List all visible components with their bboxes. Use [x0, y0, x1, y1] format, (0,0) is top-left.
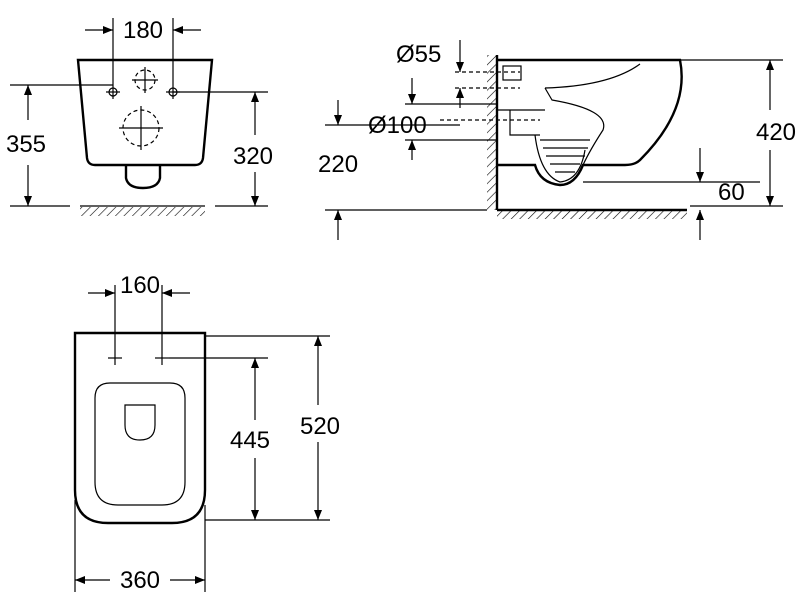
front-view: 180 355 320 [6, 17, 273, 216]
dim-clearance: 60 [718, 179, 745, 206]
seat-outline [73, 331, 207, 525]
bowl-outline [497, 58, 683, 187]
dim-outlet-height: 220 [318, 151, 358, 178]
water-level [540, 139, 590, 173]
hinge-hole-left [108, 351, 122, 365]
side-view: Ø55 Ø100 220 420 60 [318, 40, 796, 240]
dim-hinge-spacing: 160 [120, 272, 160, 299]
front-bottom-bump [124, 165, 162, 190]
fixing-hole-left [106, 85, 120, 99]
dim-hinge-to-front: 445 [230, 427, 270, 454]
dim-height-holes: 320 [233, 143, 273, 170]
hinge-hole-right [155, 351, 169, 365]
bowl-opening [124, 404, 156, 441]
seat-inner [94, 382, 186, 506]
wall-hatch [487, 55, 497, 210]
dim-height-total: 355 [6, 131, 46, 158]
front-body-outline [76, 58, 214, 167]
top-view: 160 445 520 360 [73, 272, 340, 594]
floor-hatch-side [497, 210, 687, 219]
dim-bowl-height: 420 [756, 119, 796, 146]
floor-hatch [80, 207, 205, 216]
inlet-pipe [502, 65, 522, 81]
inlet-hole [132, 67, 158, 93]
bowl-interior [534, 63, 641, 183]
dim-hole-spacing: 180 [123, 17, 163, 44]
dim-inlet-diameter: Ø55 [396, 41, 441, 68]
dim-length: 520 [300, 413, 340, 440]
outlet-hole [119, 106, 163, 150]
dim-width: 360 [120, 567, 160, 594]
